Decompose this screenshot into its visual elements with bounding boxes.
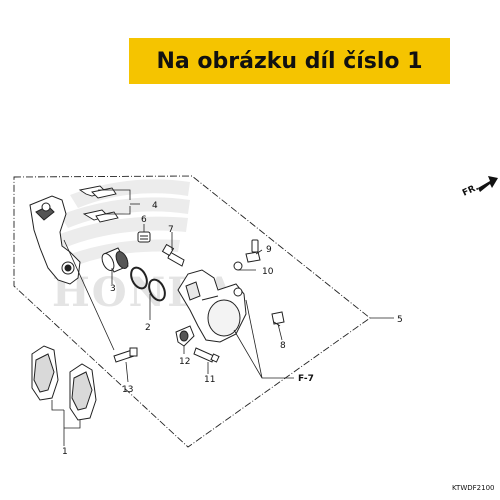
callout-2: 2 xyxy=(145,323,151,333)
bleed-screw-cap xyxy=(137,231,151,243)
callout-13: 13 xyxy=(122,385,133,395)
callout-4: 4 xyxy=(152,201,158,211)
assembly-boundary xyxy=(13,175,371,448)
callout-8: 8 xyxy=(280,341,286,351)
leader-lines xyxy=(51,189,394,446)
figure-reference-label: F-7 xyxy=(298,374,314,384)
callout-labels: 1 2 3 4 5 6 7 8 9 10 11 12 13 xyxy=(62,201,403,457)
slide-pin xyxy=(193,347,220,363)
callout-6: 6 xyxy=(141,215,147,225)
banner-text: Na obrázku díl číslo 1 xyxy=(156,48,423,74)
pin-bolt xyxy=(161,243,185,267)
pad-springs xyxy=(78,185,119,223)
callout-10: 10 xyxy=(262,267,274,277)
callout-5: 5 xyxy=(397,315,403,325)
caliper-bracket xyxy=(29,195,81,285)
caliper-piston xyxy=(101,247,129,273)
callout-9: 9 xyxy=(266,245,272,255)
callout-12: 12 xyxy=(179,357,190,367)
piston-seals xyxy=(130,266,166,302)
mounting-bolt xyxy=(271,311,285,327)
bleeder-valve xyxy=(233,239,261,271)
callout-11: 11 xyxy=(204,375,215,385)
figure-code: KTWDF2100 xyxy=(452,484,494,492)
front-direction-indicator: FR. xyxy=(461,176,498,199)
callout-3: 3 xyxy=(110,284,116,294)
brake-pad-set xyxy=(31,345,97,421)
front-direction-label: FR. xyxy=(461,183,480,199)
callout-7: 7 xyxy=(168,225,174,235)
dust-boot xyxy=(175,325,195,347)
front-arrow-icon xyxy=(478,176,498,192)
caliper-body xyxy=(177,269,247,343)
callout-1: 1 xyxy=(62,447,68,457)
part-number-banner: Na obrázku díl číslo 1 xyxy=(129,38,450,84)
caliper-bolt xyxy=(113,347,138,363)
